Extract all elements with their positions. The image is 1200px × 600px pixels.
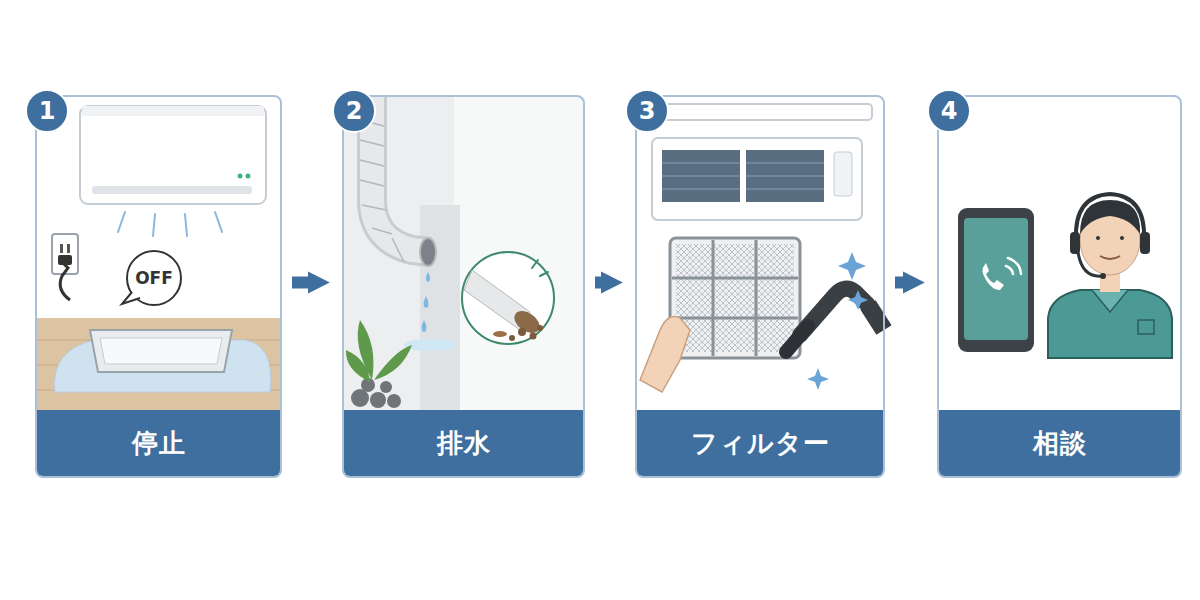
step-number: 2 (346, 97, 363, 125)
step-number: 4 (941, 97, 958, 125)
step-band: 停止 (37, 410, 280, 476)
ac-off-scene (37, 106, 281, 410)
step-label: 停止 (132, 426, 186, 461)
step-label: 相談 (1033, 426, 1087, 461)
step-number: 3 (639, 97, 656, 125)
step-number-badge: 3 (625, 89, 669, 133)
step-label: 排水 (437, 426, 491, 461)
step-arrow (595, 277, 603, 289)
step-arrow (895, 277, 905, 289)
step-band: フィルター (637, 410, 883, 476)
step-number: 1 (39, 97, 56, 125)
step-band: 相談 (939, 410, 1180, 476)
step-label: フィルター (691, 426, 830, 461)
step-panel: フィルター 3 (635, 95, 885, 478)
filter-scene (640, 104, 884, 392)
step-panel: 相談 4 (937, 95, 1182, 478)
off-bubble-text: OFF (135, 268, 173, 288)
step-number-badge: 2 (332, 89, 376, 133)
step-arrow (292, 277, 310, 289)
step-panel: 排水 2 (342, 95, 585, 478)
consult-scene (958, 194, 1172, 358)
step-number-badge: 1 (25, 89, 69, 133)
step-number-badge: 4 (927, 89, 971, 133)
drain-hose-scene (344, 97, 583, 410)
step-band: 排水 (344, 410, 583, 476)
